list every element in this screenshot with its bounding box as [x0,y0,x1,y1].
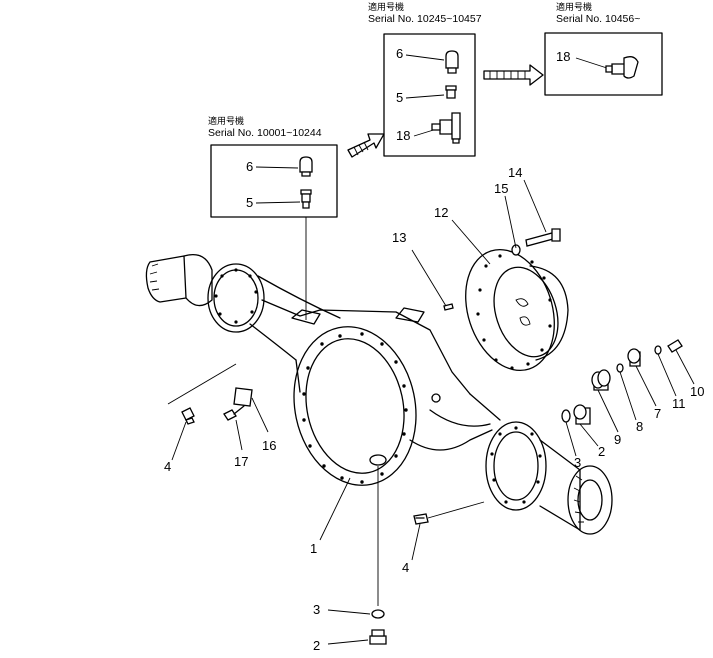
inset-late-serial: Serial No. 10456~ [556,13,640,25]
callout-3-right: 3 [574,455,581,470]
inset-middle-header: 適用号機 [368,1,404,13]
callout-1: 1 [310,541,317,556]
inset-middle-serial: Serial No. 10245~10457 [368,13,482,25]
arrow-to-middle-inset [347,133,385,158]
inset-early-serial: Serial No. 10001~10244 [208,127,322,139]
grease-cap-icon [445,50,459,74]
grease-fitting-icon [300,189,312,209]
breather-assembly [591,339,683,391]
end-cover [465,248,569,372]
inset-serial-10245-10457: 適用号機 Serial No. 10245~10457 6 5 18 [368,1,482,157]
callout-11: 11 [672,396,686,411]
grease-cap-icon [299,156,313,177]
inset-middle-label-6: 6 [396,46,403,61]
axle-housing [145,253,613,535]
inset-middle-frame [383,33,476,157]
inset-early-label-5: 5 [246,195,253,210]
inset-middle-label-5: 5 [396,90,403,105]
callout-13: 13 [392,230,406,245]
inset-early-label-6: 6 [246,159,253,174]
callout-8: 8 [636,419,643,434]
callout-4-right: 4 [402,560,409,575]
callout-12: 12 [434,205,448,220]
oring-part-8 [616,363,624,373]
callout-17: 17 [234,454,248,469]
inset-early-frame [210,144,338,218]
inset-late-header: 適用号機 [556,1,592,13]
callout-2-bottom: 2 [313,638,320,653]
callout-15: 15 [494,181,508,196]
callout-7: 7 [654,406,661,421]
elbow-fitting-icon [431,112,461,144]
plug-assembly-right [561,404,591,425]
fitting-part-4-right [413,513,429,525]
bolt-part-10 [667,339,683,353]
oring-part-3-bottom [371,609,385,619]
grease-fitting-icon [445,85,457,99]
oring-part-3-right [561,409,571,423]
callout-14: 14 [508,165,522,180]
callout-2-right: 2 [598,444,605,459]
fitting-part-4-left [181,407,195,425]
arrow-to-late-inset [483,64,544,86]
inset-late-label-18: 18 [556,49,570,64]
inset-early-header: 適用号機 [208,115,244,127]
callout-9: 9 [614,432,621,447]
screw-part-17 [223,405,245,421]
callout-10: 10 [690,384,704,399]
callout-3-bottom: 3 [313,602,320,617]
washer-part-15 [511,244,521,256]
callout-leaders [167,179,695,645]
bolt-part-14 [525,228,561,247]
callout-4-left: 4 [164,459,171,474]
callout-numbers: 1 3 2 3 2 9 8 7 11 10 12 13 14 15 16 17 … [164,165,704,653]
inset-serial-10456: 適用号機 Serial No. 10456~ 18 [544,1,663,96]
inset-serial-10001-10244: 適用号機 Serial No. 10001~10244 6 5 [208,115,338,218]
plug-part-2-bottom [369,629,387,645]
washer-part-11 [654,345,662,355]
inset-late-frame [544,32,663,96]
inset-middle-label-18: 18 [396,128,410,143]
pin-part-13 [443,303,454,311]
callout-16: 16 [262,438,276,453]
plate-part-16 [233,387,253,407]
elbow-fitting-icon [605,56,639,79]
